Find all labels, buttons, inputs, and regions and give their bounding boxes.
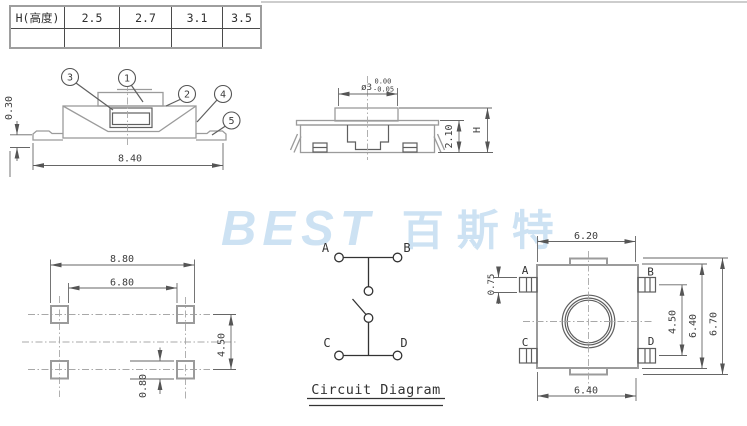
watermark-chinese-text: 百斯特 (401, 206, 567, 255)
top-view-drawing: A B C D 6.20 6.40 0.75 4.50 6. (487, 231, 728, 401)
pcb-dimensions: 8.80 6.80 4.50 0.80 (50, 254, 236, 398)
top-terminal-label-b: B (647, 266, 654, 279)
circuit-terminal-labels: A B C D (322, 241, 411, 350)
dim-pad-height: 0.80 (138, 374, 149, 398)
top-terminal-label-a: A (522, 264, 529, 277)
dim-overall-width: 8.40 (118, 154, 142, 165)
dim-pad-inner-span: 6.80 (110, 278, 134, 289)
dim-row-pitch: 4.50 (217, 333, 228, 357)
spec-table-empty-row (9, 28, 262, 49)
pad-bottom-left (50, 360, 69, 380)
front-view-drawing: 3 1 2 4 5 0.30 8.40 (4, 67, 241, 177)
dim-top-width: 6.20 (574, 231, 598, 242)
balloon-4: 4 (220, 90, 226, 101)
side-view-body (289, 76, 446, 160)
spec-table-value-row: H(高度) 2.5 2.7 3.1 3.5 (9, 5, 262, 29)
dim-total-height: H (472, 127, 483, 133)
circuit-contacts (334, 252, 403, 361)
top-divider-line (261, 1, 747, 3)
front-view-body (32, 84, 227, 147)
pcb-centerlines (22, 296, 238, 400)
dim-actuator-diameter: ø3 (361, 83, 372, 93)
watermark-logo-text: BEST (221, 202, 376, 256)
balloon-3: 3 (67, 73, 73, 84)
dim-terminal-width: 0.75 (487, 274, 497, 296)
balloon-5: 5 (228, 116, 234, 127)
pcb-pads (50, 305, 195, 380)
top-view-terminals (518, 276, 657, 364)
terminal-label-b: B (403, 241, 410, 255)
dim-body-height: 2.10 (444, 124, 455, 148)
side-view-dimensions: ø3 0.00 -0.05 2.10 H (338, 78, 493, 153)
terminal-label-c: C (323, 336, 330, 350)
front-view-callout-balloons: 3 1 2 4 5 (60, 67, 241, 130)
front-left-lead (32, 130, 63, 141)
spec-header-cell: H(高度) (9, 5, 65, 29)
top-view-terminal-labels: A B C D (522, 264, 655, 349)
pcb-land-pattern-drawing: 8.80 6.80 4.50 0.80 (22, 254, 238, 400)
terminal-label-a: A (322, 241, 330, 255)
spec-value-cell: 2.5 (64, 5, 120, 29)
pad-top-left (50, 305, 69, 324)
circuit-diagram: A B C D Circuit Diagram (307, 241, 445, 407)
front-view-callout-leaders (75, 82, 226, 136)
front-view-dimensions: 0.30 8.40 (4, 96, 224, 177)
spec-value-cell: 3.5 (222, 5, 262, 29)
side-view-drawing: ø3 0.00 -0.05 2.10 H (289, 76, 493, 160)
dim-contact-pitch: 4.50 (668, 310, 679, 334)
terminal-c (518, 347, 538, 364)
dim-bottom-width: 6.40 (574, 386, 598, 397)
top-view-dimensions: 6.20 6.40 0.75 4.50 6.40 6.70 (487, 231, 728, 401)
caption-underlines (307, 397, 445, 407)
dim-tolerance-upper: 0.00 (375, 78, 392, 86)
top-view-body (523, 251, 654, 389)
dim-tolerance-lower: -0.05 (373, 86, 394, 94)
terminal-d (637, 347, 657, 364)
front-right-lead (196, 130, 227, 141)
balloon-2: 2 (184, 90, 190, 101)
terminal-label-d: D (400, 336, 407, 350)
height-spec-table: H(高度) 2.5 2.7 3.1 3.5 (9, 5, 262, 49)
pad-bottom-right (176, 360, 195, 380)
spec-value-cell: 2.7 (119, 5, 172, 29)
dim-lead-height: 0.30 (4, 96, 15, 120)
dim-pad-outer-span: 8.80 (110, 254, 134, 265)
dim-body-span: 6.40 (688, 314, 699, 338)
balloon-1: 1 (124, 74, 130, 85)
circuit-diagram-caption: Circuit Diagram (311, 382, 440, 398)
terminal-b (637, 276, 657, 293)
circuit-wires (343, 256, 394, 357)
dim-overall-span: 6.70 (709, 312, 720, 336)
spec-value-cell: 3.1 (171, 5, 223, 29)
top-terminal-label-c: C (522, 336, 529, 349)
pad-top-right (176, 305, 195, 324)
terminal-a (518, 276, 538, 293)
watermark: BEST 百斯特 (221, 197, 567, 258)
top-terminal-label-d: D (648, 335, 655, 348)
